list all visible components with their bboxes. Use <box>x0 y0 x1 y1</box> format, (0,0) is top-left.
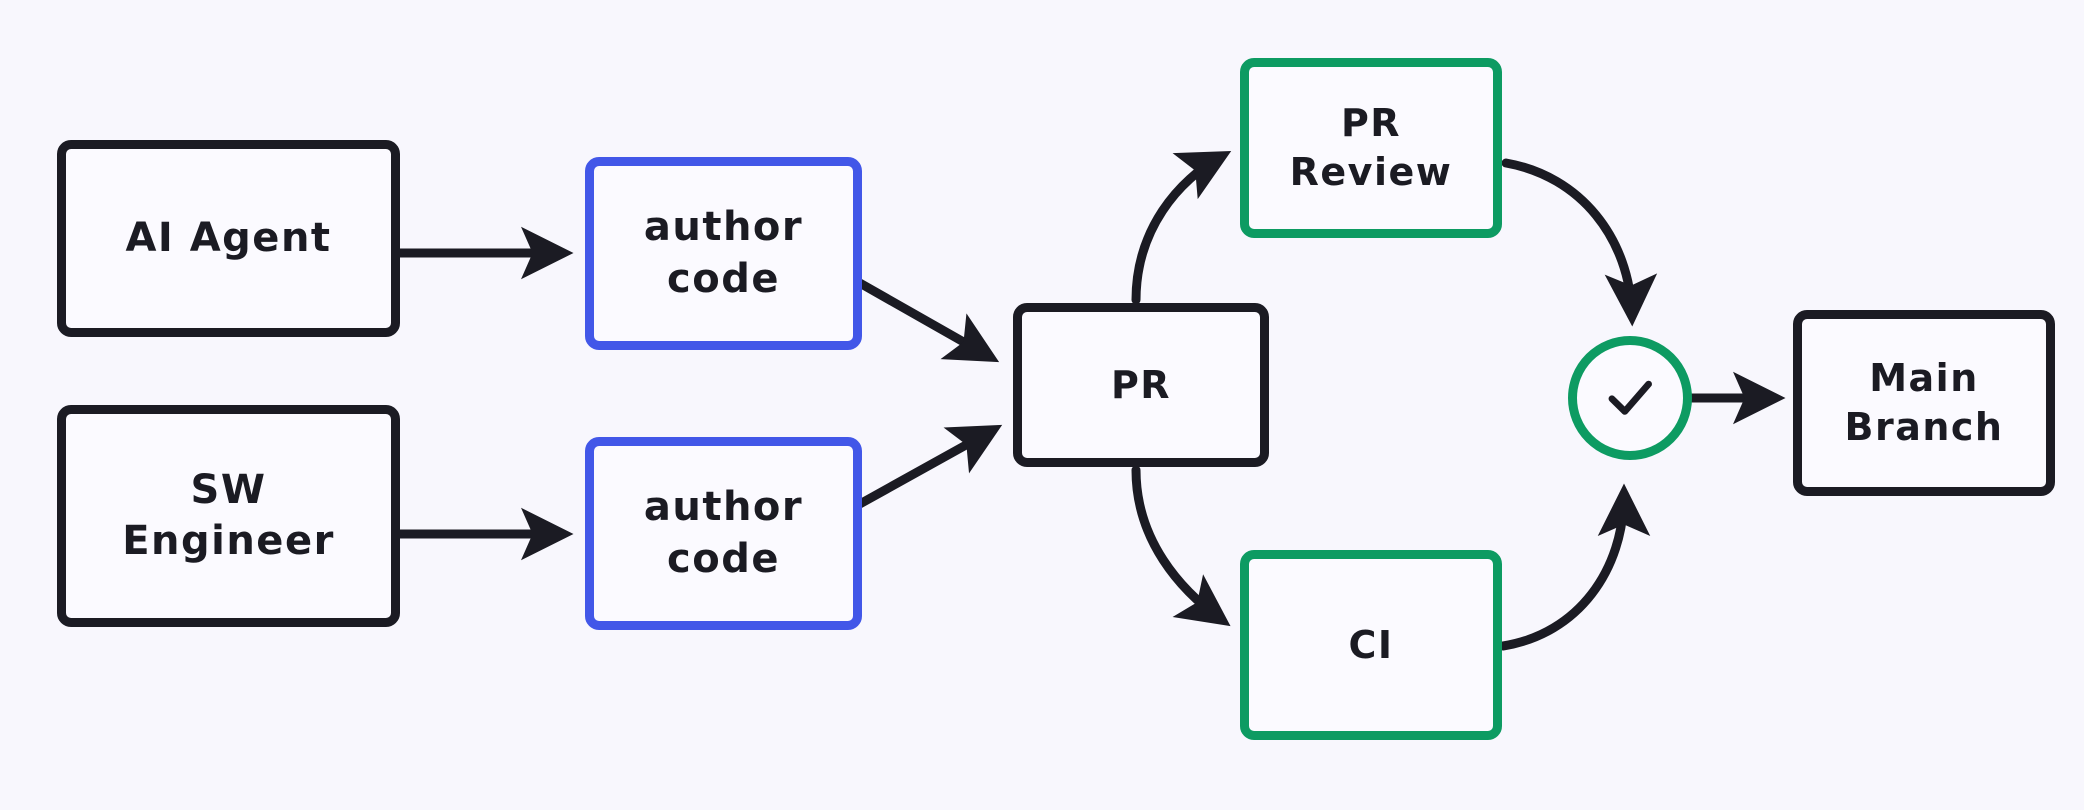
node-sw-engineer[interactable]: SW Engineer <box>57 405 400 627</box>
check-icon <box>1608 380 1652 415</box>
node-pr-review-label: PR Review <box>1289 101 1453 194</box>
edge-pr-to-ci <box>1131 465 1231 627</box>
edge-pr-review-to-merge-check <box>1501 158 1658 327</box>
node-pr[interactable]: PR <box>1013 303 1269 467</box>
node-main-branch[interactable]: Main Branch <box>1793 310 2055 496</box>
node-pr-review[interactable]: PR Review <box>1240 58 1502 238</box>
node-ai-agent[interactable]: AI Agent <box>57 140 400 337</box>
node-ci[interactable]: CI <box>1240 550 1502 740</box>
node-ci-label: CI <box>1348 622 1394 667</box>
node-main-branch-label: Main Branch <box>1844 356 2004 449</box>
edge-author-code-2-to-pr <box>853 424 1003 510</box>
node-author-code-2-label: author code <box>643 484 804 582</box>
edge-author-code-1-to-pr <box>853 277 1000 363</box>
node-author-code-2[interactable]: author code <box>585 437 862 630</box>
node-author-code-1-label: author code <box>643 204 804 302</box>
node-author-code-1[interactable]: author code <box>585 157 862 350</box>
merge-check-node[interactable] <box>1568 336 1692 460</box>
edge-pr-to-pr-review <box>1131 150 1232 305</box>
edge-ci-to-merge-check <box>1498 483 1651 651</box>
node-ai-agent-label: AI Agent <box>125 214 332 261</box>
node-pr-label: PR <box>1110 362 1172 407</box>
node-sw-engineer-label: SW Engineer <box>122 466 335 564</box>
